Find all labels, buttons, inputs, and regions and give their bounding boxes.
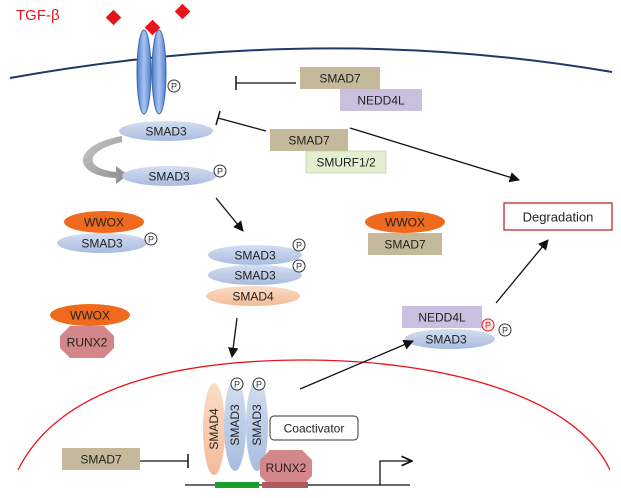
svg-text:Coactivator: Coactivator	[284, 422, 345, 436]
translocation-curved-arrow	[82, 136, 128, 184]
svg-text:SMAD7: SMAD7	[288, 134, 330, 148]
runx2-box-cytoplasm: RUNX2	[60, 326, 114, 358]
svg-text:SMAD7: SMAD7	[80, 453, 122, 467]
smad3-wwox-bound: SMAD3	[57, 233, 147, 253]
svg-text:SMAD3: SMAD3	[145, 125, 187, 139]
svg-text:Degradation: Degradation	[523, 210, 594, 225]
tgf-beta-ligand	[144, 19, 161, 36]
smad7-box-nuclear: SMAD7	[62, 448, 140, 470]
arrow-into-nucleus	[228, 317, 239, 359]
smad7-box-wwox: SMAD7	[368, 233, 442, 255]
runx2-box-nuclear: RUNX2	[260, 450, 312, 486]
smad4-nuclear: SMAD4	[203, 383, 225, 475]
inhibition-line-smad3	[215, 110, 267, 132]
nuclear-membrane	[17, 359, 611, 471]
svg-text:P: P	[171, 82, 177, 92]
svg-text:SMAD7: SMAD7	[319, 72, 361, 86]
svg-text:SMAD3: SMAD3	[234, 249, 276, 263]
svg-text:SMAD4: SMAD4	[232, 290, 274, 304]
smad3-complex-middle: SMAD3	[208, 265, 302, 285]
nedd4l-box-lower: NEDD4L	[402, 306, 482, 328]
svg-text:WWOX: WWOX	[84, 216, 124, 230]
smad7-box-smurf: SMAD7	[270, 129, 348, 151]
svg-text:P: P	[296, 262, 302, 272]
svg-text:SMAD3: SMAD3	[425, 333, 467, 347]
tgf-beta-receptor	[136, 29, 167, 115]
svg-text:SMAD3: SMAD3	[81, 237, 123, 251]
phospho-mark: P	[230, 377, 244, 391]
svg-text:SMAD7: SMAD7	[384, 238, 426, 252]
phospho-mark: P	[252, 377, 266, 391]
smad3-receptor-bound: SMAD3	[119, 121, 213, 141]
svg-text:P: P	[148, 235, 154, 245]
cell-membrane	[9, 47, 613, 79]
svg-text:WWOX: WWOX	[70, 309, 110, 323]
svg-text:P: P	[485, 321, 491, 331]
wwox-ellipse-lower: WWOX	[50, 304, 130, 326]
arrow-to-smad-complex	[215, 197, 244, 232]
svg-text:P: P	[217, 167, 223, 177]
svg-text:P: P	[296, 241, 302, 251]
svg-text:NEDD4L: NEDD4L	[418, 311, 466, 325]
smad3-phosphorylated: SMAD3	[122, 166, 216, 186]
svg-text:SMAD3: SMAD3	[148, 170, 190, 184]
coactivator-box: Coactivator	[269, 415, 359, 441]
svg-text:P: P	[256, 380, 262, 390]
svg-text:RUNX2: RUNX2	[266, 461, 307, 475]
svg-text:SMAD3: SMAD3	[234, 269, 276, 283]
svg-text:NEDD4L: NEDD4L	[357, 94, 405, 108]
phospho-mark: P	[213, 164, 227, 178]
svg-text:P: P	[502, 326, 508, 336]
phospho-mark-red: P	[481, 318, 495, 332]
smad4-complex: SMAD4	[206, 286, 300, 306]
dna-binding-element	[215, 482, 259, 488]
arrow-export-to-nedd4l	[299, 339, 414, 390]
nedd4l-box-top: NEDD4L	[340, 89, 422, 111]
svg-text:P: P	[234, 380, 240, 390]
phospho-mark: P	[292, 238, 306, 252]
wwox-ellipse-right: WWOX	[365, 211, 445, 233]
inhibition-line-nuclear	[140, 454, 189, 468]
transcription-start-arrow	[379, 461, 412, 485]
phospho-mark: P	[167, 79, 181, 93]
tgf-beta-ligand	[105, 9, 122, 26]
inhibition-line-receptor	[235, 76, 296, 90]
tgf-beta-ligand	[174, 3, 191, 20]
arrow-to-degradation-smurf	[349, 127, 520, 183]
svg-text:SMURF1/2: SMURF1/2	[316, 156, 376, 170]
smad3-nuclear-2: SMAD3	[246, 379, 268, 471]
svg-text:SMAD3: SMAD3	[250, 404, 264, 446]
arrow-to-degradation-nedd4l	[495, 239, 549, 304]
smad3-nuclear-1: SMAD3	[224, 379, 246, 471]
smad3-complex-top: SMAD3	[208, 245, 302, 265]
smad3-nedd4l-bound: SMAD3	[405, 329, 495, 349]
phospho-mark: P	[144, 232, 158, 246]
wwox-ellipse-upper: WWOX	[64, 211, 144, 233]
degradation-box: Degradation	[503, 202, 613, 231]
svg-text:WWOX: WWOX	[385, 216, 425, 230]
svg-text:RUNX2: RUNX2	[67, 336, 108, 350]
smurf-box: SMURF1/2	[305, 150, 387, 174]
phospho-mark: P	[498, 323, 512, 337]
svg-text:SMAD3: SMAD3	[228, 404, 242, 446]
dna-promoter-element	[262, 482, 308, 488]
smad7-box-top: SMAD7	[300, 67, 380, 89]
tgf-beta-label: TGF-β	[16, 7, 60, 24]
svg-text:SMAD4: SMAD4	[207, 408, 221, 450]
phospho-mark: P	[292, 259, 306, 273]
